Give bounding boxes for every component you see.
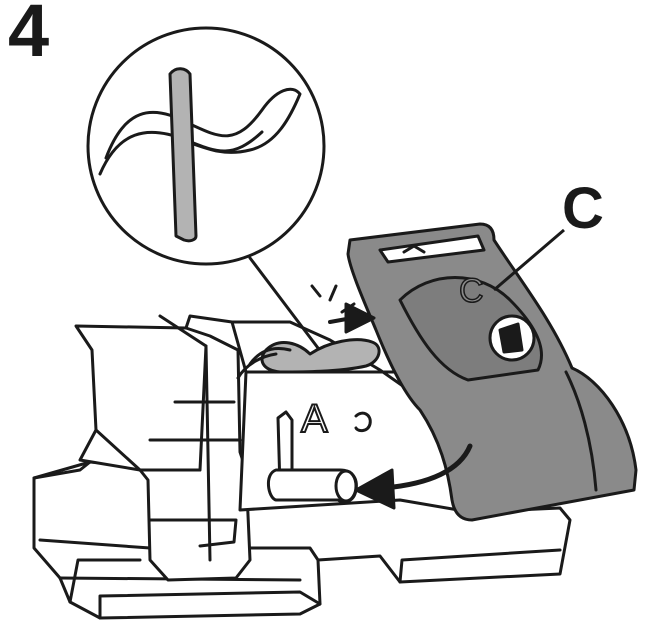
insert-arrow	[328, 302, 376, 334]
curved-arrow	[354, 443, 473, 510]
callout-leader-line	[493, 228, 565, 292]
step-number: 4	[8, 0, 50, 72]
pin-rod	[267, 468, 358, 504]
part-mark-a: A	[301, 397, 328, 441]
left-bracket	[74, 314, 252, 582]
magnifier-detail	[86, 26, 326, 350]
cover-c	[346, 222, 638, 522]
callout-label-c: C	[562, 176, 604, 241]
part-mark-c: C	[459, 272, 484, 310]
